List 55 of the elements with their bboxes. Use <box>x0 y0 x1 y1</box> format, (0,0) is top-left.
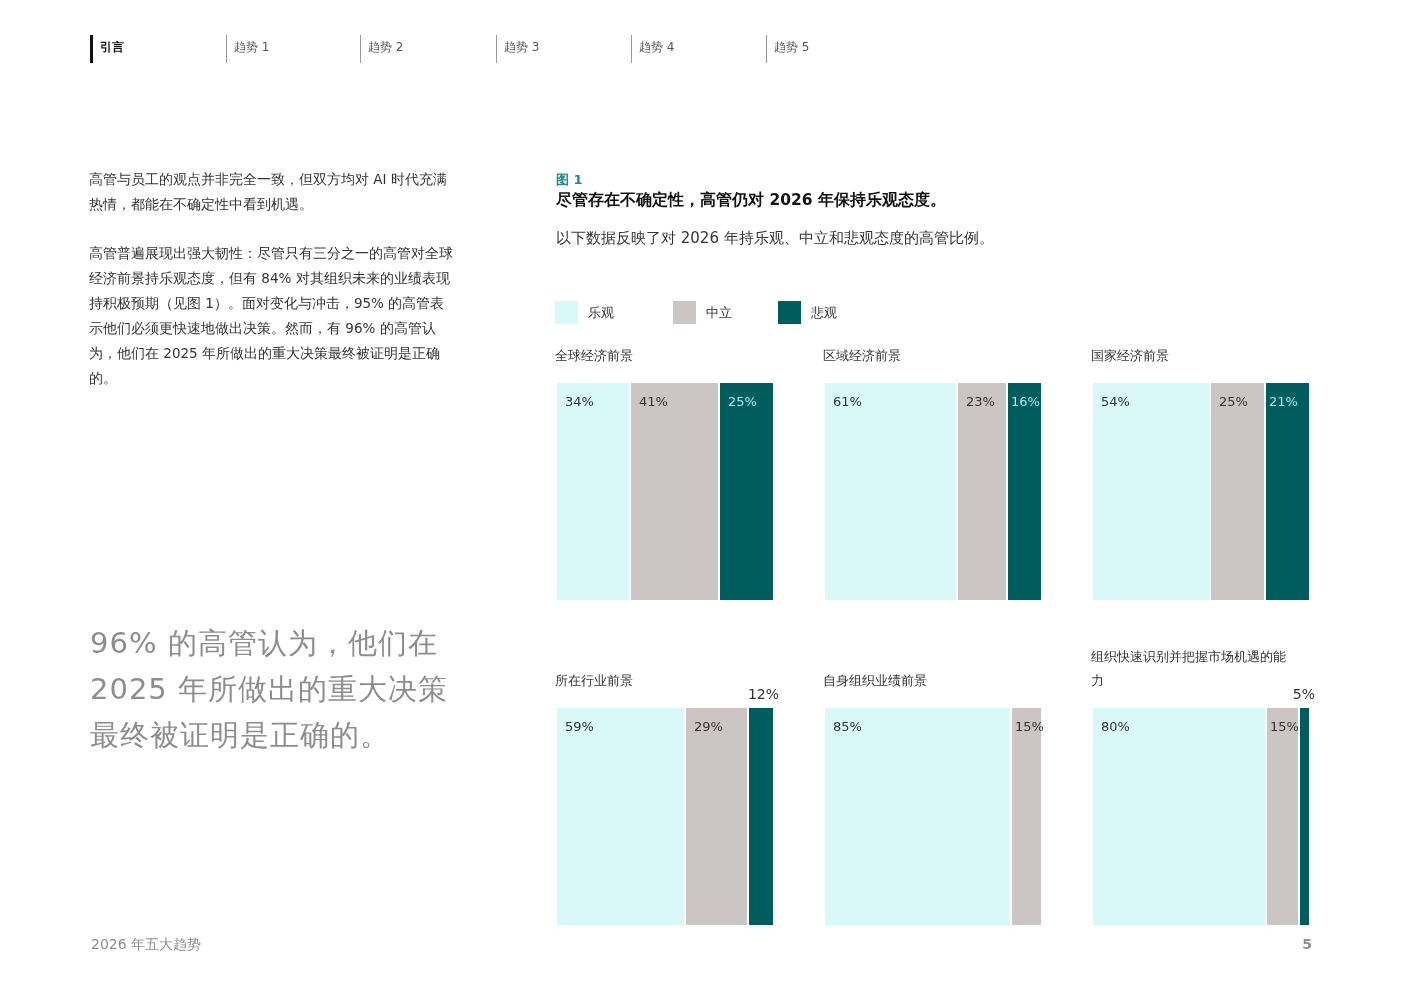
chart-subtitle: 以下数据反映了对 2026 年持乐观、中立和悲观态度的高管比例。 <box>556 229 994 248</box>
bar-segment <box>825 708 1010 925</box>
body-paragraph: 高管与员工的观点并非完全一致，但双方均对 AI 时代充满热情，都能在不确定性中看到机遇。 <box>89 170 448 214</box>
panel-title: 国家经济前景 <box>1091 347 1170 365</box>
value-label: 12% <box>747 686 779 702</box>
page-number: 5 <box>1301 936 1312 952</box>
pull-quote: 96% 的高管认为，他们在 2025 年所做出的重大决策最终被证明是正确的。 <box>90 625 450 754</box>
bar-segment <box>631 383 718 600</box>
panel-title: 全球经济前景 <box>555 347 634 365</box>
bar-segment <box>1211 383 1264 600</box>
chart-title: 尽管存在不确定性，高管仍对 2026 年保持乐观态度。 <box>556 190 946 211</box>
value-label: 15% <box>1270 719 1299 734</box>
value-label: 59% <box>565 719 594 734</box>
value-label: 25% <box>1219 394 1248 409</box>
footer-text: 2026 年五大趋势 <box>91 936 202 954</box>
nav-tab: 趋势 3 <box>496 35 540 63</box>
figure-number: 图 1 <box>556 171 583 189</box>
value-label: 54% <box>1101 394 1130 409</box>
legend-label: 中立 <box>706 304 732 322</box>
body-paragraph: 高管普遍展现出强大韧性：尽管只有三分之一的高管对全球经济前景持乐观态度，但有 84% 对其组织未来的业绩表现持积极预期（见图 1）。面对变化与冲击，95% 的高管表示他们必须更快速地做出决策。然而，有 96% 的高管认为，他们在 2025 年所做出的重大决策最终被证明是正确的。 <box>89 244 454 388</box>
value-label: 41% <box>639 394 668 409</box>
value-label: 16% <box>1011 394 1040 409</box>
bar-segment <box>1266 383 1309 600</box>
value-label: 80% <box>1101 719 1130 734</box>
legend-label: 悲观 <box>811 304 837 322</box>
bar-segment <box>557 708 684 925</box>
bar-segment <box>825 383 956 600</box>
bar-segment <box>1093 708 1265 925</box>
bar-segment <box>720 383 773 600</box>
bar-segment <box>1008 383 1041 600</box>
nav-tab: 趋势 5 <box>766 35 810 63</box>
panel-title: 自身组织业绩前景 <box>823 672 928 690</box>
nav-tab: 引言 <box>90 35 124 63</box>
value-label: 15% <box>1015 719 1044 734</box>
value-label: 25% <box>728 394 757 409</box>
bar-segment <box>958 383 1006 600</box>
value-label: 23% <box>966 394 995 409</box>
bar-segment <box>557 383 629 600</box>
value-label: 5% <box>1292 686 1315 702</box>
legend-label: 乐观 <box>588 304 614 322</box>
nav-tab: 趋势 2 <box>360 35 404 63</box>
bar-segment <box>686 708 747 925</box>
panel-title: 所在行业前景 <box>555 672 634 690</box>
value-label: 21% <box>1269 394 1298 409</box>
nav-tab: 趋势 1 <box>226 35 270 63</box>
bar-segment <box>1093 383 1209 600</box>
panel-title: 区域经济前景 <box>823 347 902 365</box>
value-label: 34% <box>565 394 594 409</box>
value-label: 61% <box>833 394 862 409</box>
value-label: 85% <box>833 719 862 734</box>
bar-segment <box>1012 708 1041 925</box>
bar-segment <box>1267 708 1298 925</box>
nav-tab: 趋势 4 <box>631 35 675 63</box>
value-label: 29% <box>694 719 723 734</box>
panel-title: 组织快速识别并把握市场机遇的能力 <box>1091 648 1286 690</box>
